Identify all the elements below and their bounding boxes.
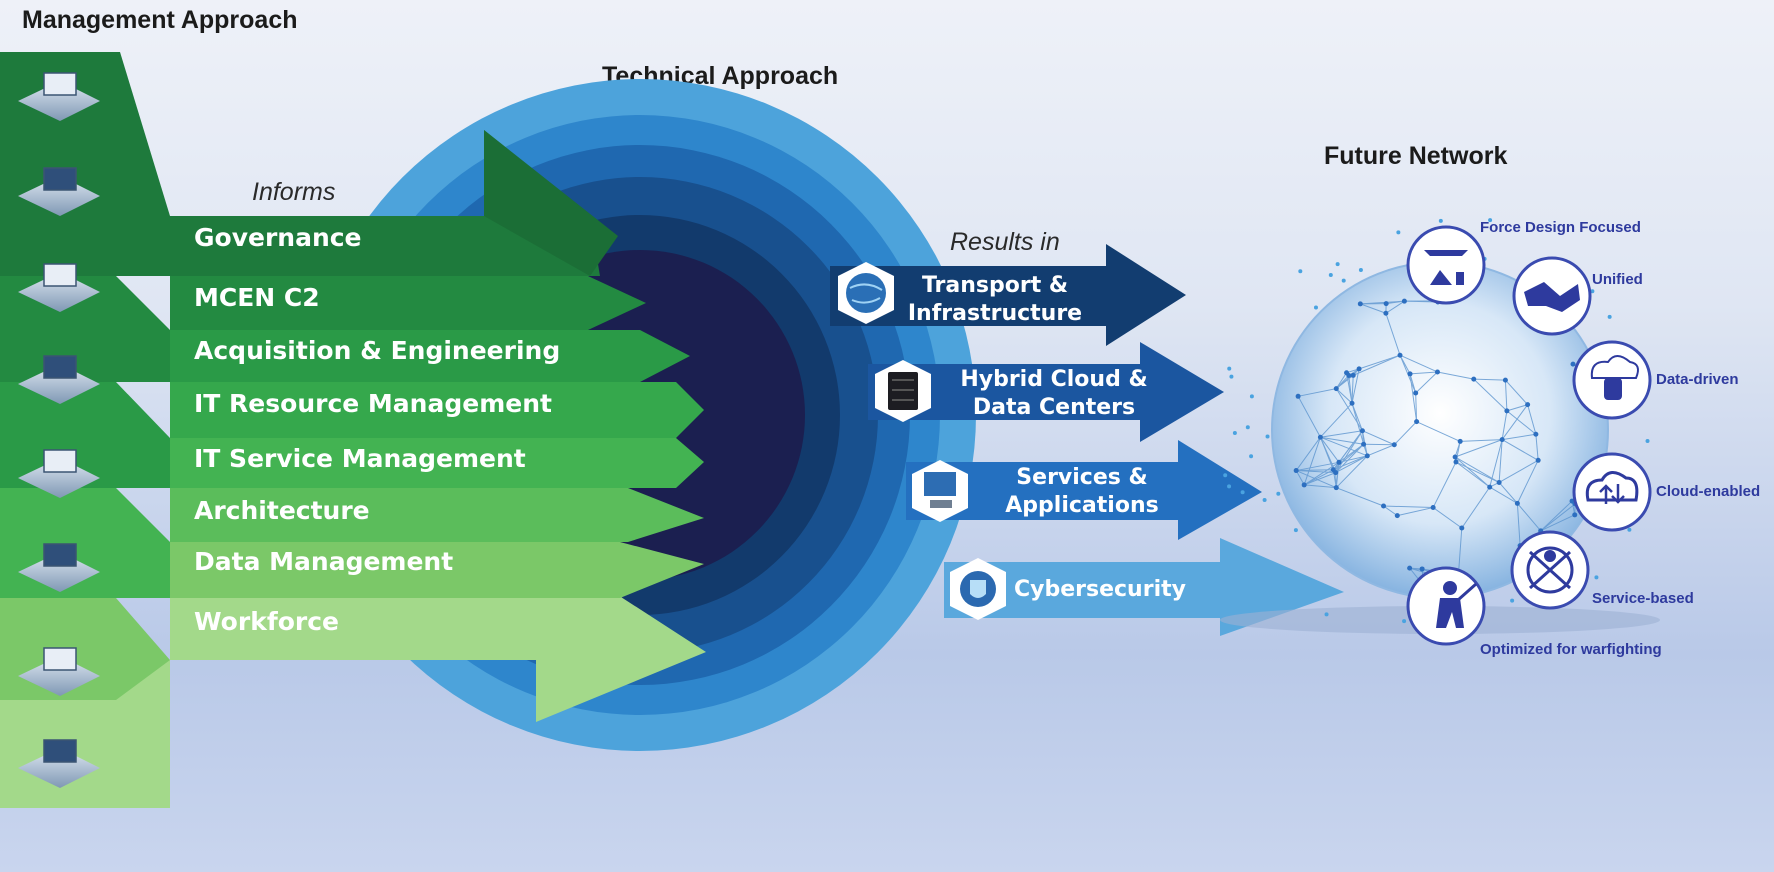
outcome-label-line1: Hybrid Cloud & bbox=[960, 367, 1147, 392]
mgmt-label-governance: Governance bbox=[194, 223, 362, 252]
chevron-architecture bbox=[170, 488, 704, 542]
attribute-force-design: Force Design Focused bbox=[1406, 219, 1641, 305]
control-room-icon bbox=[18, 167, 100, 216]
chevron-it-service-management bbox=[170, 438, 704, 488]
network-device-icon bbox=[18, 263, 100, 312]
outcome-label-line1: Transport & bbox=[922, 273, 1068, 298]
attribute-optimized-warfighting: Optimized for warfighting bbox=[1406, 566, 1662, 658]
mgmt-label-data-management: Data Management bbox=[194, 547, 453, 576]
attribute-label: Force Design Focused bbox=[1480, 219, 1641, 236]
outcome-hybrid-cloud-data-centers: Hybrid Cloud & Data Centers bbox=[868, 342, 1224, 442]
outcome-label-line1: Services & bbox=[1016, 465, 1147, 490]
force-design-icon bbox=[1406, 225, 1486, 305]
server-cube-icon bbox=[18, 449, 100, 498]
informs-label: Informs bbox=[252, 178, 335, 206]
people-arrow-icon bbox=[18, 739, 100, 788]
attribute-label: Service-based bbox=[1592, 590, 1694, 607]
mgmt-label-it-resource-management: IT Resource Management bbox=[194, 389, 552, 418]
attribute-data-driven: Data-driven bbox=[1572, 340, 1739, 420]
management-icons bbox=[18, 72, 100, 788]
mgmt-label-workforce: Workforce bbox=[194, 607, 339, 636]
attribute-service-based: Service-based bbox=[1510, 530, 1694, 610]
arrow-transport-infrastructure bbox=[830, 244, 1186, 346]
outcome-services-applications: Services & Applications bbox=[906, 440, 1262, 540]
mgmt-label-it-service-management: IT Service Management bbox=[194, 444, 526, 473]
arrow-cybersecurity bbox=[944, 538, 1344, 636]
management-approach-chevrons bbox=[170, 130, 706, 722]
mgmt-label-mcen-c2: MCEN C2 bbox=[194, 283, 320, 312]
arrow-services-applications bbox=[906, 440, 1262, 540]
results-in-label: Results in bbox=[950, 228, 1060, 256]
outcome-label-line2: Infrastructure bbox=[908, 301, 1082, 326]
mgmt-label-architecture: Architecture bbox=[194, 496, 370, 525]
desk-computer-icon bbox=[18, 543, 100, 592]
outcome-transport-infrastructure: Transport & Infrastructure bbox=[830, 244, 1186, 346]
building-icon bbox=[18, 72, 100, 121]
future-network-title: Future Network bbox=[1324, 142, 1507, 170]
outcome-cybersecurity: Cybersecurity bbox=[944, 538, 1344, 636]
outcome-label-line1: Cybersecurity bbox=[1014, 577, 1186, 602]
outcome-label-line2: Applications bbox=[1005, 493, 1158, 518]
chevron-data-management bbox=[170, 542, 704, 598]
search-globe-icon bbox=[18, 647, 100, 696]
globe-icon bbox=[846, 273, 886, 313]
outcome-label-line2: Data Centers bbox=[973, 395, 1135, 420]
attribute-unified: Unified bbox=[1512, 256, 1643, 336]
documents-icon bbox=[18, 355, 100, 404]
workstation-icon bbox=[924, 472, 956, 496]
arrow-hybrid-cloud bbox=[868, 342, 1224, 442]
chevron-governance-tip bbox=[484, 130, 618, 276]
chevron-it-resource-management bbox=[170, 382, 704, 438]
chevron-mcen-c2 bbox=[170, 276, 646, 330]
attribute-label: Data-driven bbox=[1656, 371, 1739, 388]
attribute-label: Cloud-enabled bbox=[1656, 483, 1760, 500]
attribute-cloud-enabled: Cloud-enabled bbox=[1572, 452, 1760, 532]
chevron-acquisition-engineering bbox=[170, 330, 690, 382]
management-icon-column bbox=[0, 52, 170, 808]
attribute-label: Optimized for warfighting bbox=[1480, 641, 1662, 658]
mgmt-label-acquisition-engineering: Acquisition & Engineering bbox=[194, 336, 560, 365]
attribute-label: Unified bbox=[1592, 271, 1643, 288]
management-approach-title: Management Approach bbox=[22, 6, 298, 34]
